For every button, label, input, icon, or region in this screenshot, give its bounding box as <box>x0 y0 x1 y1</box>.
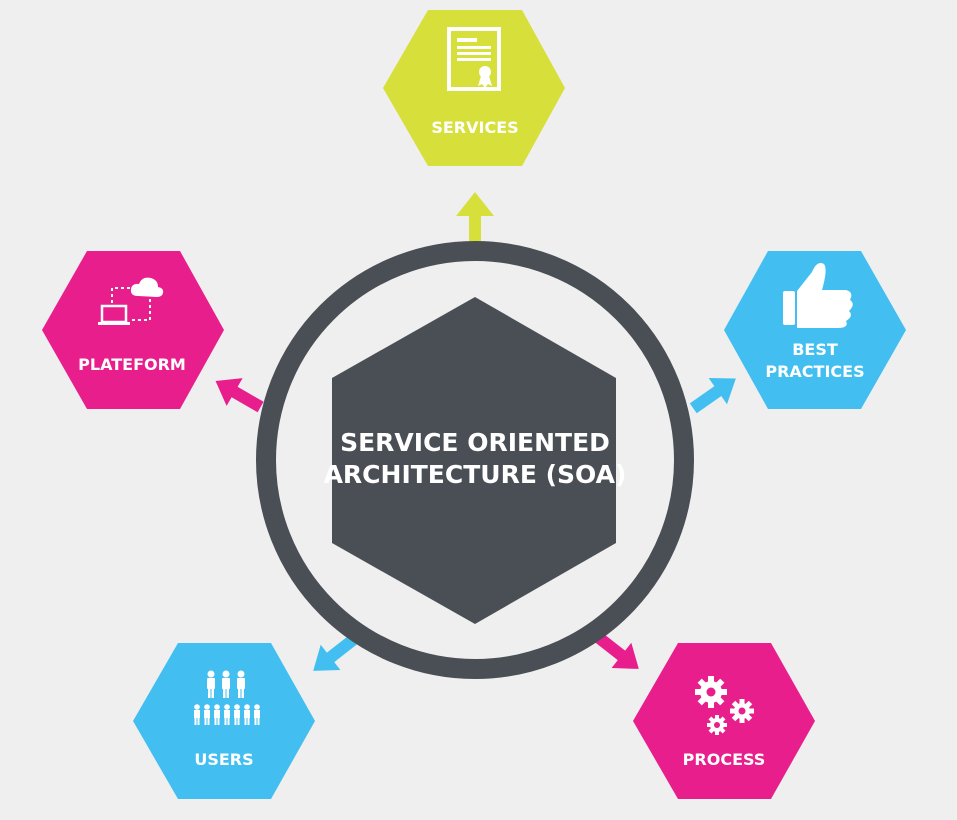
gears-icon <box>695 676 754 735</box>
node-services: SERVICES <box>383 10 565 166</box>
users-label: USERS <box>194 750 253 769</box>
center-hexagon <box>332 297 616 624</box>
outer-ring <box>256 241 694 679</box>
people-icon <box>194 670 260 725</box>
node-plateform: PLATEFORM <box>42 251 224 409</box>
cloud-laptop-icon <box>98 277 164 325</box>
certificate-icon <box>447 27 501 91</box>
arrow-to-users <box>313 634 358 671</box>
process-label: PROCESS <box>683 750 766 769</box>
node-best-practices: BEST PRACTICES <box>724 251 906 409</box>
plateform-label: PLATEFORM <box>78 355 186 374</box>
best-practices-label-line1: BEST <box>792 340 838 359</box>
arrow-to-plateform <box>215 378 264 413</box>
arrow-to-services <box>456 192 494 244</box>
best-practices-label-line2: PRACTICES <box>765 362 864 381</box>
node-users: USERS <box>133 643 315 799</box>
center-title-line1: SERVICE ORIENTED <box>340 428 610 457</box>
node-process: PROCESS <box>633 643 815 799</box>
arrow-to-best-practices <box>689 378 736 414</box>
services-label: SERVICES <box>431 118 518 137</box>
arrow-to-process <box>594 632 639 669</box>
center-title-line2: ARCHITECTURE (SOA) <box>324 460 627 489</box>
thumbs-up-icon <box>783 263 853 328</box>
